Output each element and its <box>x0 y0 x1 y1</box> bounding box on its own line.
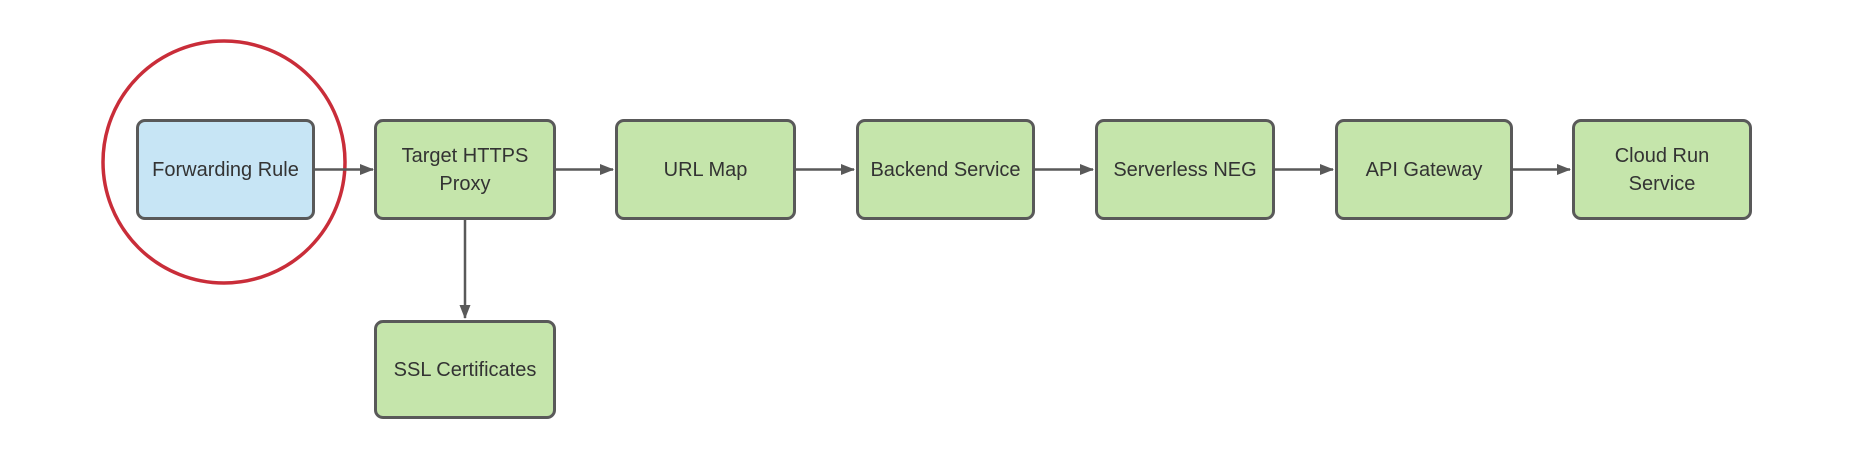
node-serverless-neg-label: Serverless NEG <box>1113 158 1257 181</box>
node-backend-service: Backend Service <box>856 119 1035 220</box>
node-forwarding-rule: Forwarding Rule <box>136 119 315 220</box>
node-url-map-label: URL Map <box>663 158 748 181</box>
node-serverless-neg: Serverless NEG <box>1095 119 1275 220</box>
node-target-https-proxy: Target HTTPS Proxy <box>374 119 556 220</box>
node-ssl-certificates: SSL Certificates <box>374 320 556 419</box>
node-api-gateway: API Gateway <box>1335 119 1513 220</box>
node-target-https-proxy-label: Target HTTPS Proxy <box>401 144 529 195</box>
node-forwarding-rule-label: Forwarding Rule <box>152 158 299 181</box>
node-backend-service-label: Backend Service <box>870 158 1021 181</box>
node-url-map: URL Map <box>615 119 796 220</box>
highlight-circle-annotation <box>101 39 347 285</box>
node-cloud-run-service: Cloud Run Service <box>1572 119 1752 220</box>
node-cloud-run-service-label: Cloud Run Service <box>1614 144 1710 195</box>
node-api-gateway-label: API Gateway <box>1365 158 1483 181</box>
node-ssl-certificates-label: SSL Certificates <box>393 358 537 381</box>
